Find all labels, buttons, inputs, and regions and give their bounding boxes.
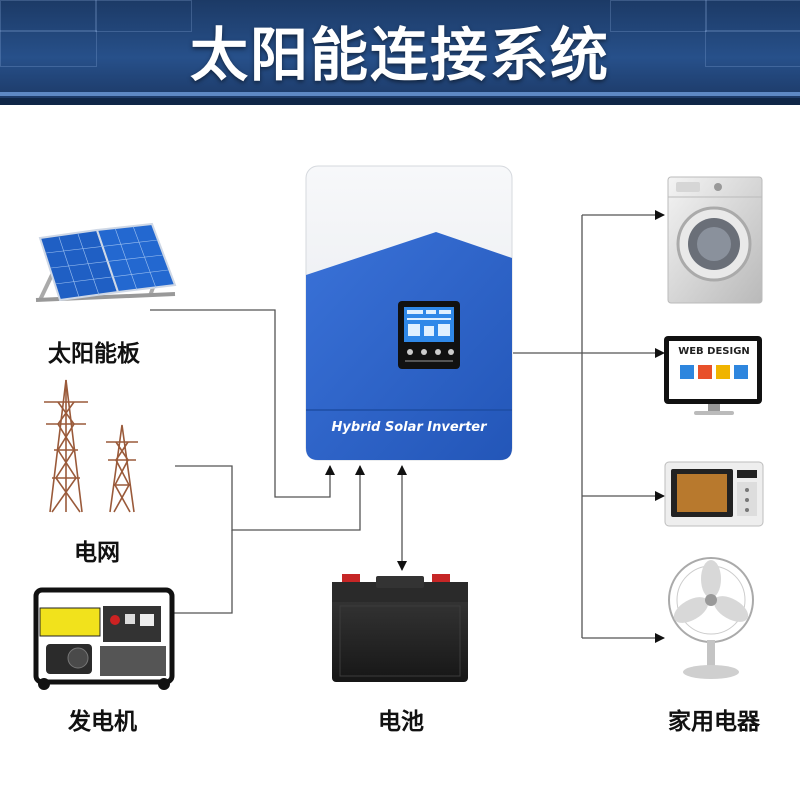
- monitor-screen-text: WEB DESIGN: [678, 346, 750, 357]
- solar-to-inverter-line: [150, 309, 335, 498]
- generator-label: 发电机: [68, 709, 137, 735]
- generator-image: [33, 587, 175, 690]
- header-banner: 太阳能连接系统: [0, 0, 800, 105]
- solar-grid-cell: [610, 0, 707, 32]
- monitor-image: [664, 336, 762, 415]
- header-stripe: [0, 92, 800, 96]
- microwave-image: [664, 461, 764, 527]
- electric-fan-image: [668, 557, 754, 679]
- grid-label: 电网: [74, 540, 120, 566]
- battery-label: 电池: [378, 709, 424, 735]
- inverter-label: Hybrid Solar Inverter: [331, 420, 487, 435]
- solar-panel-image: [35, 222, 177, 302]
- header-stripe: [0, 98, 800, 105]
- appliances-label: 家用电器: [668, 709, 760, 735]
- solar-grid-cell: [705, 30, 800, 67]
- solar-panel-label: 太阳能板: [48, 341, 140, 367]
- solar-grid-cell: [0, 0, 97, 32]
- hybrid-inverter-image: [305, 165, 513, 461]
- connection-lines: [150, 210, 665, 643]
- solar-grid-cell: [705, 0, 800, 32]
- power-tower-image: [44, 379, 138, 513]
- solar-grid-cell: [95, 0, 192, 32]
- grid-to-inverter-line: [175, 465, 365, 531]
- page-title: 太阳能连接系统: [189, 21, 610, 89]
- solar-grid-cell: [0, 30, 97, 67]
- battery-image: [332, 574, 468, 682]
- generator-to-grid-line: [172, 530, 233, 614]
- washing-machine-image: [667, 176, 763, 304]
